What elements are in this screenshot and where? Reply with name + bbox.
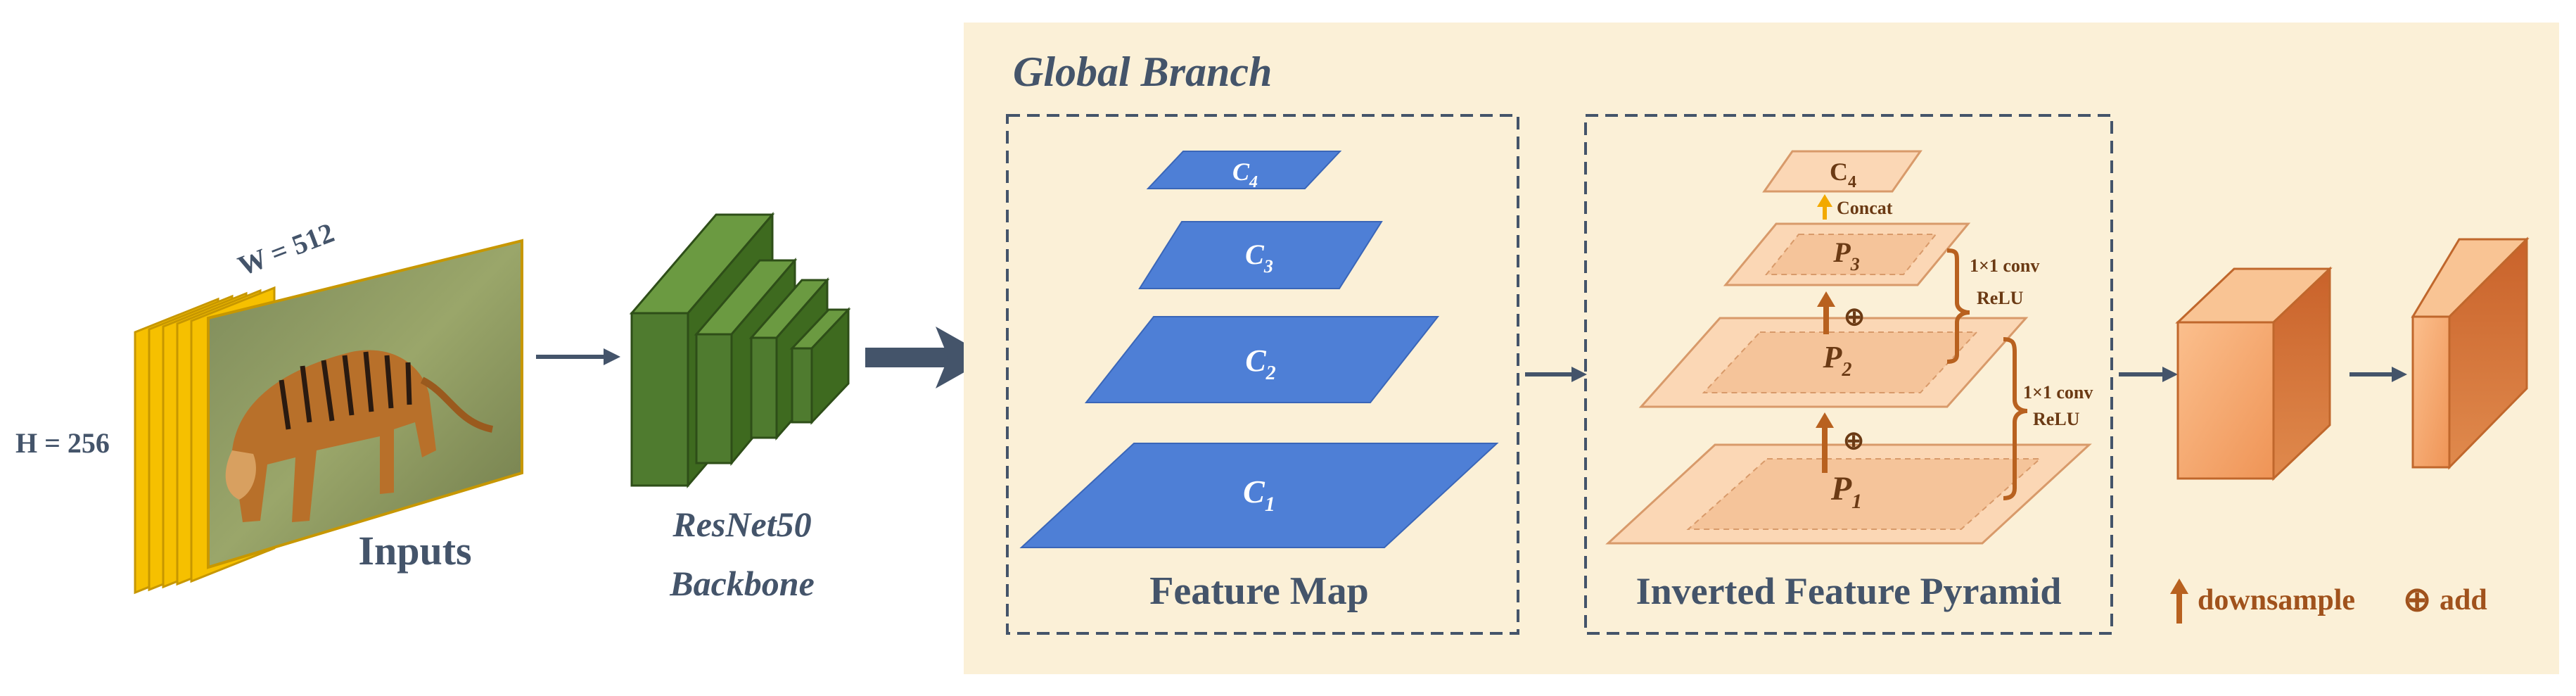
width-label: W = 512 (234, 216, 338, 281)
concat-arrow (1817, 194, 1832, 220)
legend-add-label: add (2440, 584, 2487, 616)
c2-label: C2 (1245, 343, 1275, 384)
downsample-arrow-p1-p2 (1816, 412, 1834, 473)
add-symbol-p1: ⊕ (1843, 426, 1864, 455)
pyramid-label: Inverted Feature Pyramid (1636, 570, 2062, 612)
global-branch-title: Global Branch (1013, 49, 1272, 95)
c3-label: C3 (1245, 239, 1273, 277)
legend-add-symbol: ⊕ (2403, 581, 2431, 619)
plane-c2 (1084, 316, 1440, 403)
c4-label: C4 (1232, 158, 1258, 191)
output-cube-small (2411, 236, 2530, 470)
brace-lower (2003, 337, 2028, 500)
plane-c3 (1138, 221, 1383, 289)
plane-c4 (1146, 151, 1342, 189)
feature-map-box (1006, 114, 1519, 635)
input-stack (134, 239, 523, 595)
conv-upper-line1: 1×1 conv (1970, 255, 2039, 276)
arrow-cube-to-cube (2349, 367, 2407, 382)
c1-label: C1 (1243, 474, 1275, 516)
backbone-line2: Backbone (669, 564, 815, 603)
feature-map-planes (1019, 151, 1499, 548)
arrow-backbone-to-branch (865, 327, 990, 388)
output-cube-large (2175, 266, 2333, 481)
legend-downsample-icon (2170, 578, 2188, 624)
backbone-blocks (629, 211, 851, 489)
arrow-fm-to-pyramid (1525, 367, 1587, 382)
conv-lower-line2: ReLU (2033, 409, 2080, 429)
plane-pyramid-c4 (1762, 150, 1923, 193)
backbone-line1: ResNet50 (672, 505, 811, 544)
add-symbol-p2: ⊕ (1844, 303, 1865, 331)
legend-downsample-label: downsample (2198, 584, 2355, 616)
plane-c1 (1019, 443, 1499, 548)
conv-upper-line2: ReLU (1977, 288, 2024, 308)
pyramid-planes (1605, 150, 2092, 545)
height-label: H = 256 (15, 427, 110, 459)
arrow-input-to-backbone (536, 348, 620, 365)
pyramid-c4-label: C4 (1830, 158, 1856, 191)
pyramid-box (1584, 114, 2113, 635)
p3-label: P3 (1832, 236, 1859, 274)
conv-lower-line1: 1×1 conv (2023, 382, 2093, 403)
p1-label: P1 (1830, 470, 1862, 513)
arrow-pyramid-to-cube (2119, 367, 2178, 382)
p2-label: P2 (1823, 340, 1852, 381)
brace-upper (1946, 248, 1970, 364)
downsample-arrow-p2-p3 (1817, 291, 1835, 334)
legend: downsample ⊕ add (2170, 578, 2487, 624)
inputs-label: Inputs (358, 528, 471, 574)
feature-map-label: Feature Map (1149, 569, 1369, 613)
tiger-image (225, 350, 494, 522)
concat-label: Concat (1837, 198, 1893, 218)
